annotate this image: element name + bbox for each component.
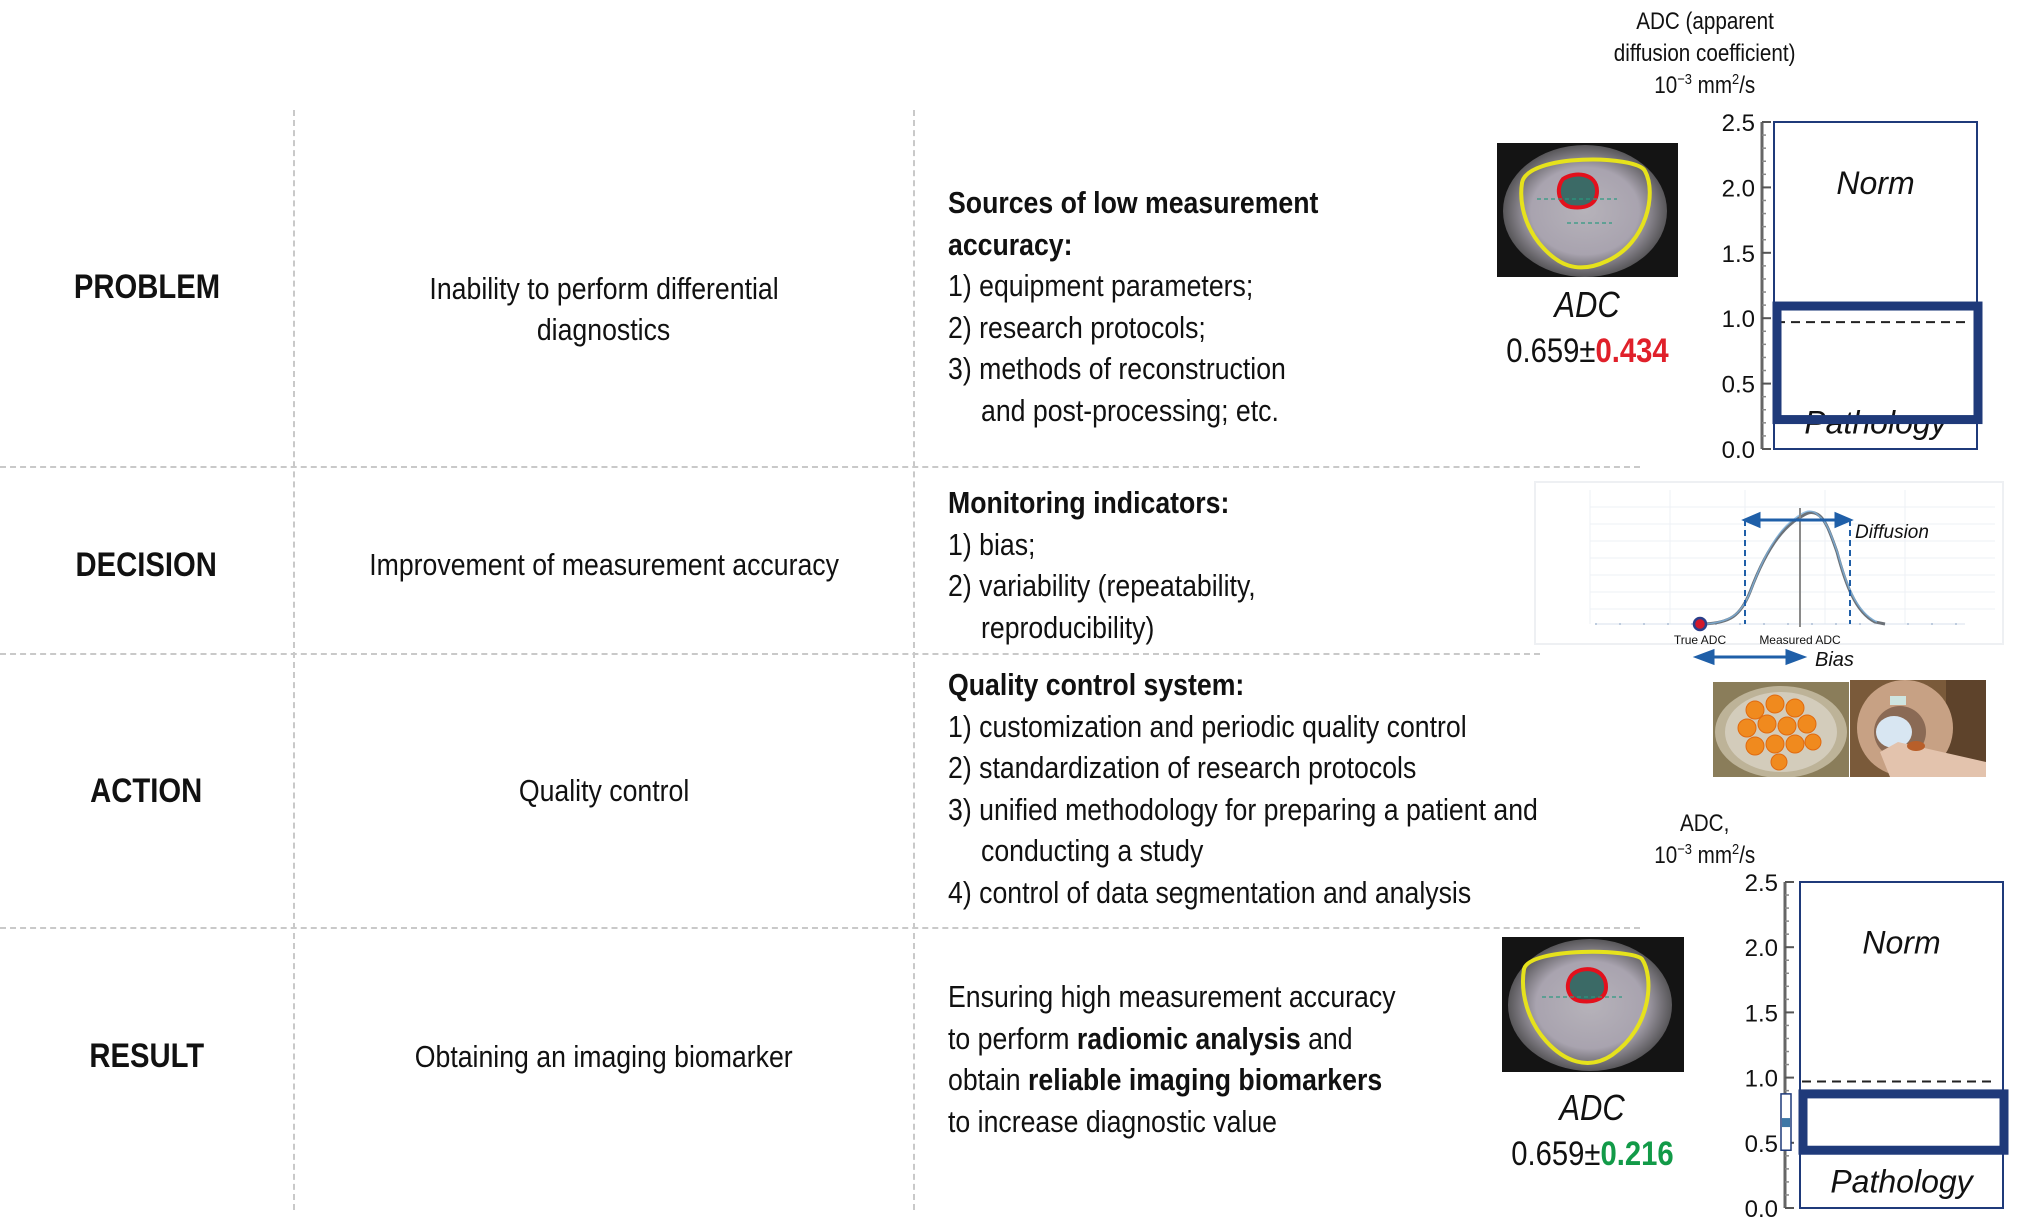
- list-item: 1) equipment parameters;: [948, 268, 1254, 303]
- norm-label: Norm: [1862, 925, 1940, 961]
- norm-label: Norm: [1836, 165, 1914, 201]
- detail-heading: Quality control system:: [948, 667, 1245, 702]
- detail-heading: Monitoring indicators:: [948, 485, 1230, 520]
- phantom-photo: [1713, 682, 1849, 777]
- bias-label: Bias: [1815, 649, 1854, 671]
- list-item: 2) research protocols;: [948, 309, 1206, 345]
- stage-label-problem: PROBLEM: [73, 268, 220, 306]
- list-item: 3) methods of reconstruction: [948, 351, 1286, 386]
- summary-decision: Improvement of measurement accuracy: [369, 547, 839, 582]
- detail-heading: Sources of low measurement: [948, 185, 1319, 220]
- y-tick-label: 1.0: [1745, 1066, 1778, 1093]
- stage-label-decision: DECISION: [75, 546, 218, 584]
- column-divider-2: [913, 110, 915, 1210]
- stage-label-action: ACTION: [90, 772, 203, 810]
- mri-image-result: [1502, 937, 1684, 1072]
- summary-problem: Inability to perform differential diagno…: [429, 271, 779, 347]
- y-tick-label: 2.0: [1722, 175, 1755, 202]
- row-divider-2: [0, 653, 1540, 655]
- y-tick-label: 0.0: [1745, 1196, 1778, 1223]
- bottom-chart-axis-title: ADC, 10−3 mm2/s: [1654, 810, 1756, 869]
- detail-action: Quality control system: 1) customization…: [948, 664, 1634, 913]
- range-outline: [1773, 121, 1978, 450]
- adc-value-problem: ADC 0.659±0.434: [1467, 282, 1707, 374]
- mri-scanner-photo: [1850, 680, 1986, 777]
- adc-mean: 0.659±: [1505, 332, 1596, 370]
- detail-decision: Monitoring indicators: 1) bias; 2) varia…: [948, 482, 1306, 648]
- list-item: reproducibility): [981, 609, 1155, 645]
- list-item: 1) customization and periodic quality co…: [948, 708, 1467, 744]
- y-tick-label: 2.5: [1745, 870, 1778, 897]
- measured-range-box: [1772, 301, 1983, 425]
- list-item: and post-processing; etc.: [981, 392, 1279, 428]
- row-divider-1: [0, 466, 1640, 468]
- adc-label: ADC: [1559, 1087, 1625, 1128]
- summary-result: Obtaining an imaging biomarker: [415, 1039, 793, 1074]
- y-tick-label: 0.0: [1722, 437, 1755, 464]
- pathology-label: Pathology: [1830, 1163, 1974, 1199]
- row-divider-3: [0, 927, 1640, 929]
- list-item: 3) unified methodology for preparing a p…: [948, 791, 1538, 827]
- diffusion-bias-figure: Diffusion True ADC Measured ADC Bias: [1534, 481, 2004, 671]
- bias-arrow: [1692, 648, 1808, 666]
- y-tick-label: 1.5: [1722, 241, 1755, 268]
- figure-frame: [1534, 481, 2004, 645]
- list-item: 1) bias;: [948, 526, 1036, 562]
- figure-grid: [1589, 490, 1995, 624]
- true-adc-label: True ADC: [1674, 633, 1727, 647]
- adc-value-result: ADC 0.659±0.216: [1472, 1085, 1712, 1177]
- list-item: 2) standardization of research protocols: [948, 750, 1417, 785]
- y-tick-label: 0.5: [1722, 372, 1755, 399]
- top-chart-axis-title: ADC (apparent diffusion coefficient) 10−…: [1614, 8, 1796, 99]
- mri-image-problem: [1497, 143, 1678, 277]
- stage-label-result: RESULT: [89, 1037, 204, 1075]
- y-tick-label: 2.0: [1745, 935, 1778, 962]
- diffusion-arrow: [1741, 511, 1854, 529]
- column-divider-1: [293, 110, 295, 1210]
- adc-error-high: 0.434: [1595, 332, 1669, 370]
- adc-error-low: 0.216: [1600, 1135, 1674, 1173]
- list-item: 4) control of data segmentation and anal…: [948, 874, 1472, 910]
- list-item: conducting a study: [981, 833, 1204, 868]
- detail-heading: accuracy:: [948, 226, 1073, 262]
- adc-label: ADC: [1554, 284, 1620, 325]
- y-tick-label: 2.5: [1722, 110, 1755, 137]
- diffusion-label: Diffusion: [1855, 522, 1929, 543]
- y-tick-label: 1.0: [1722, 306, 1755, 333]
- true-adc-marker: [1692, 616, 1708, 632]
- list-item: 2) variability (repeatability,: [948, 568, 1256, 603]
- detail-result: Ensuring high measurement accuracy to pe…: [948, 979, 1396, 1139]
- measured-range-box: [1798, 1089, 2009, 1155]
- summary-action: Quality control: [518, 773, 690, 808]
- measured-mean-marker: [1782, 1118, 1790, 1128]
- y-tick-label: 1.5: [1745, 1000, 1778, 1027]
- y-tick-label: 0.5: [1745, 1131, 1778, 1158]
- measured-adc-label: Measured ADC: [1759, 633, 1841, 647]
- detail-problem: Sources of low measurement accuracy: 1) …: [948, 182, 1379, 431]
- adc-mean: 0.659±: [1510, 1135, 1601, 1173]
